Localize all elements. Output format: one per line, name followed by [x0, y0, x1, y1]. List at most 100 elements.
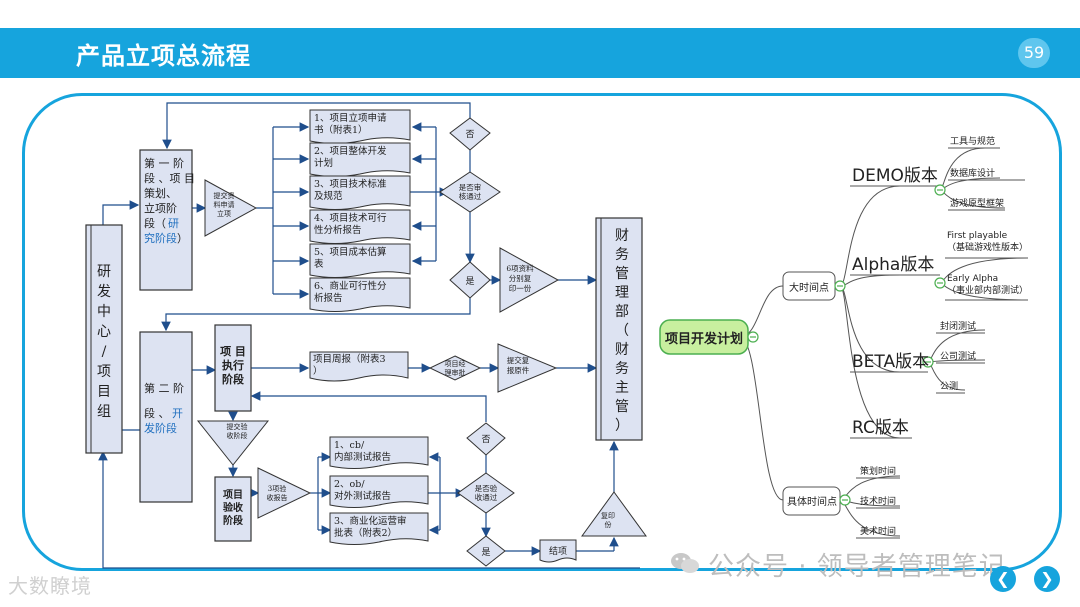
item-doc-6	[309, 277, 411, 312]
weekly-report-text: 项目周报（附表3	[313, 353, 386, 365]
close-doc	[539, 539, 577, 563]
no-diamond-top	[449, 117, 491, 151]
six-copies-text: 印一份	[509, 283, 532, 293]
actor-rnd-center	[85, 224, 123, 454]
accept-stage-text: 项目	[223, 489, 243, 501]
next-page-button[interactable]: ❯	[1034, 566, 1060, 592]
demo-item-1: 工具与规范	[950, 135, 995, 147]
stage2-text-highlight: 开	[172, 407, 183, 420]
stage1-text: 立项阶	[144, 201, 177, 215]
page-title: 产品立项总流程	[76, 42, 251, 70]
finance-text: 财	[615, 228, 629, 244]
report-doc-3	[329, 512, 429, 545]
mindmap-underlines	[850, 147, 1028, 539]
report-text-3: 批表（附表2）	[334, 527, 397, 539]
actor-text: 心	[97, 324, 111, 340]
submit-materials-text: 立项	[217, 209, 231, 218]
demo-item-3: 游戏原型框架	[950, 197, 1004, 209]
item-doc-3	[309, 175, 411, 210]
submit-copy-text: 报原件	[507, 365, 530, 375]
specific-item-2: 技术时间	[860, 495, 896, 507]
mindmap-text-layer: 项目开发计划大时间点具体时间点DEMO版本Alpha版本BETA版本RC版本工具…	[665, 135, 1028, 537]
yes-diamond-top	[449, 261, 491, 299]
weekly-report-text: ）	[313, 365, 323, 377]
review-diamond	[439, 171, 501, 213]
stage1-text: 段（	[144, 216, 166, 230]
item-text-5: 表	[314, 258, 324, 270]
exec-stage-text: 阶段	[222, 372, 244, 386]
item-text-6: 析报告	[314, 292, 343, 304]
wechat-watermark: 公众号 · 领导者管理笔记	[708, 552, 1006, 582]
beta-item-1: 封闭测试	[940, 320, 976, 332]
finance-text: 管	[615, 266, 629, 282]
actor-text: 组	[97, 404, 111, 420]
close-text: 结项	[549, 545, 567, 557]
item-text-3: 3、项目技术标准	[314, 178, 387, 190]
finance-text: 理	[615, 285, 629, 301]
finance-text: 部	[615, 304, 629, 320]
mindmap-specific-text: 具体时间点	[787, 495, 837, 508]
stage2-text: 第 二 阶	[144, 381, 184, 395]
yes-text-top: 是	[465, 276, 474, 287]
manager-review-text: 项目经	[445, 359, 466, 368]
finance-text: ）	[615, 418, 629, 434]
copy-sign-text: 复印	[601, 511, 615, 520]
actor-text: 发	[97, 284, 111, 300]
six-copies-triangle	[499, 247, 560, 313]
version-label-1: DEMO版本	[852, 166, 938, 186]
page-number: 59	[1018, 38, 1050, 68]
accept-pass-text: 收通过	[475, 492, 498, 502]
specific-item-3: 美术时间	[860, 525, 896, 537]
accept-pass-text: 是否验	[475, 483, 498, 493]
version-label-4: RC版本	[852, 418, 909, 438]
accept-stage-text: 阶段	[223, 514, 243, 527]
report-doc-1	[329, 436, 429, 469]
three-reports-triangle	[257, 467, 312, 519]
yes-text-bottom: 是	[481, 547, 490, 558]
report-text-1: 内部测试报告	[334, 451, 391, 463]
stage1-text: 策划、	[144, 186, 177, 200]
report-doc-2	[329, 475, 429, 508]
prev-page-button[interactable]: ❮	[990, 566, 1016, 592]
actor-text: /	[102, 344, 107, 360]
copy-sign-text: 份	[605, 520, 612, 529]
acceptance-reports	[329, 436, 429, 545]
exec-stage-text: 项 目	[220, 345, 246, 358]
stage2-text: 段 、	[144, 406, 170, 420]
source-watermark: 大数瞭境	[8, 574, 92, 598]
flow-connectors	[98, 102, 640, 569]
review-pass-text: 是否审	[459, 182, 482, 192]
six-copies-text: 分别复	[509, 273, 532, 283]
accept-stage-text: 验收	[223, 501, 243, 514]
no-text-bottom: 否	[481, 434, 490, 445]
item-text-1: 书（附表1）	[314, 124, 368, 136]
finance-text: 主	[615, 380, 629, 396]
submit-materials-text: 料申请	[214, 200, 235, 209]
version-label-2: Alpha版本	[852, 255, 934, 275]
finance-text: 务	[615, 361, 629, 377]
submit-copy-text: 提交复	[507, 355, 530, 365]
submit-materials-text: 提交资	[214, 191, 235, 200]
content-frame	[22, 93, 1062, 571]
header-bar: 产品立项总流程 59	[0, 28, 1080, 78]
copy-triangle	[581, 491, 647, 537]
accept-diamond	[457, 472, 515, 514]
mindmap-root-text: 项目开发计划	[665, 331, 743, 347]
submit-acceptance-triangle	[196, 420, 270, 466]
three-reports-text: 收报告	[267, 493, 288, 502]
stage1-text: ）	[177, 232, 188, 245]
stage2-text-highlight: 发阶段	[144, 421, 177, 435]
submit-acceptance-text: 提交验	[227, 422, 248, 431]
demo-item-2: 数据库设计	[950, 167, 995, 179]
actor-text: 项	[97, 364, 111, 380]
actor-text: 中	[97, 304, 111, 320]
beta-item-3: 公测	[940, 381, 958, 392]
no-diamond-bottom	[466, 422, 506, 456]
finance-text: 务	[615, 247, 629, 263]
item-text-4: 4、项目技术可行	[314, 212, 387, 224]
version-label-3: BETA版本	[852, 352, 929, 372]
item-text-6: 6、商业可行性分	[314, 280, 387, 292]
submit-acceptance-text: 收阶段	[227, 431, 248, 440]
stage1-text: 第 一 阶	[144, 156, 184, 170]
